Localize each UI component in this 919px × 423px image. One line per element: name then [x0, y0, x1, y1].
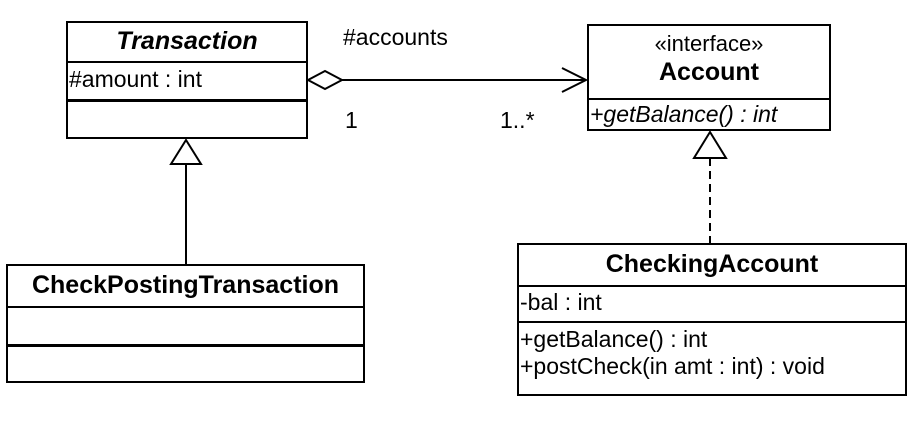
operations-compartment: +getBalance() : int +postCheck(in amt : …	[519, 321, 905, 394]
attribute-amount: #amount : int	[69, 66, 202, 92]
navigability-arrowhead	[561, 67, 589, 93]
class-name: CheckPostingTransaction	[31, 271, 340, 299]
target-multiplicity-label: 1..*	[500, 107, 535, 133]
attributes-compartment: -bal : int	[519, 285, 905, 321]
class-name-compartment: CheckPostingTransaction	[8, 266, 363, 306]
interface-account[interactable]: «interface» Account +getBalance() : int	[587, 24, 831, 131]
source-multiplicity-label: 1	[345, 107, 358, 133]
class-name: Transaction	[116, 27, 258, 55]
class-checking-account[interactable]: CheckingAccount -bal : int +getBalance()…	[517, 243, 907, 396]
class-name-compartment: Transaction	[68, 23, 306, 61]
operations-compartment	[8, 344, 363, 381]
operation-post-check: +postCheck(in amt : int) : void	[520, 353, 825, 379]
class-check-posting-transaction[interactable]: CheckPostingTransaction	[6, 264, 365, 383]
class-name: CheckingAccount	[605, 250, 819, 278]
class-name-compartment: CheckingAccount	[519, 245, 905, 285]
class-name-compartment: «interface» Account	[589, 26, 829, 98]
realization-triangle	[692, 130, 728, 159]
stereotype-label: «interface»	[654, 31, 764, 56]
attribute-bal: -bal : int	[520, 289, 602, 315]
generalization-triangle	[169, 138, 203, 165]
class-name: Account	[659, 58, 759, 86]
operation-get-balance: +getBalance() : int	[520, 326, 708, 352]
operation-get-balance: +getBalance() : int	[590, 101, 778, 127]
class-transaction[interactable]: Transaction #amount : int	[66, 21, 308, 139]
association-role-label: #accounts	[343, 24, 448, 50]
aggregation-diamond	[305, 69, 345, 91]
operations-compartment: +getBalance() : int	[589, 98, 829, 129]
attributes-compartment: #amount : int	[68, 61, 306, 99]
operations-compartment	[68, 99, 306, 137]
attributes-compartment	[8, 306, 363, 344]
